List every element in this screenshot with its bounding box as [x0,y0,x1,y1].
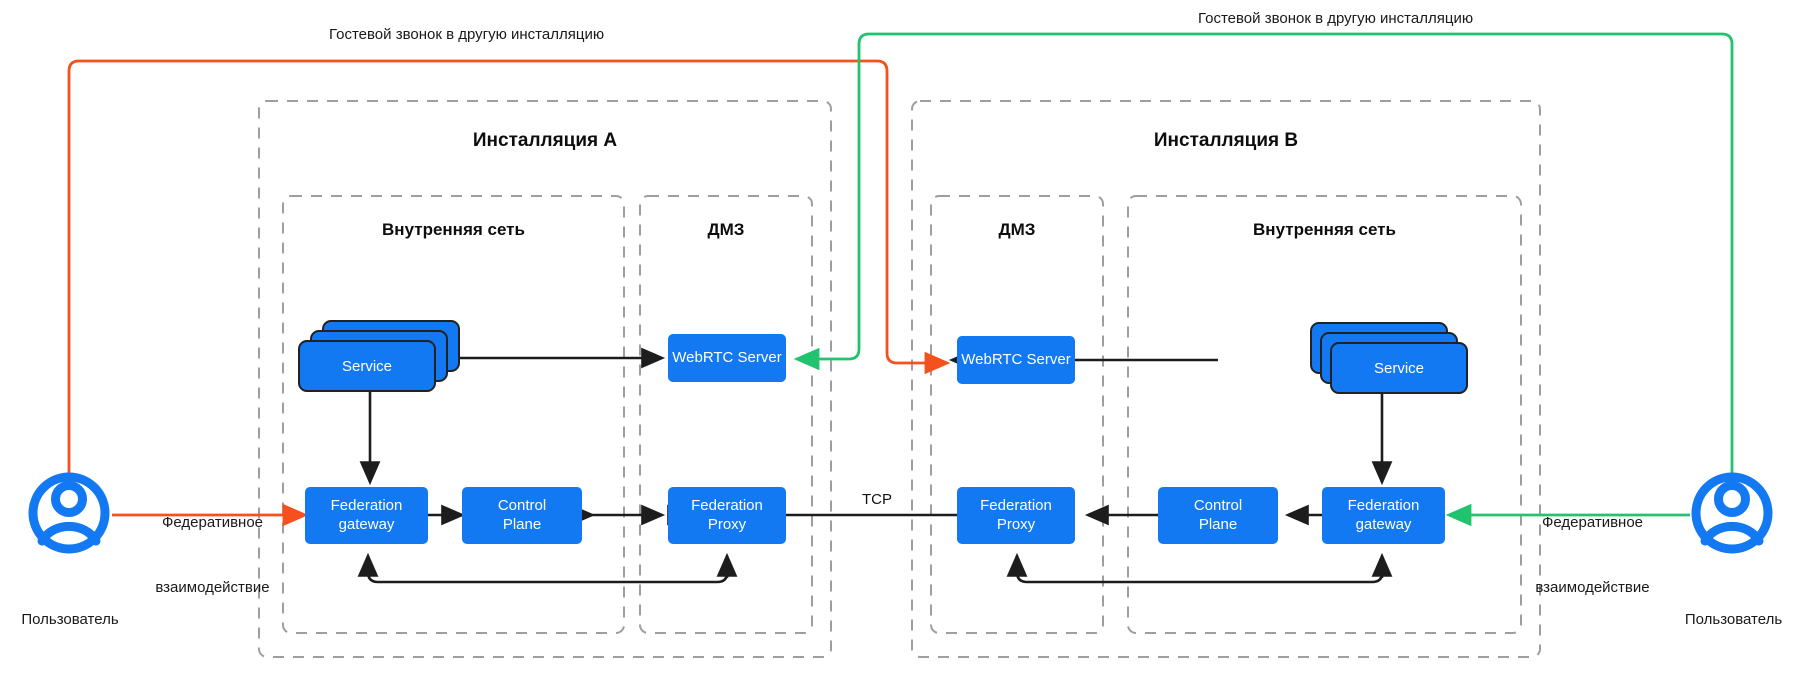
node-a-webrtc-server[interactable]: WebRTC Server [668,334,786,382]
flow-guest-call-left-red [67,59,951,490]
user-avatar-left-icon [28,472,110,554]
federative-right-line2: взаимодействие [1535,578,1650,596]
zone-b-internal-title: Внутренняя сеть [1253,220,1396,239]
zone-b-dmz-boundary [930,195,1104,634]
federative-right-label: Федеративное взаимодействие [1500,468,1685,642]
zone-a-internal-boundary [282,195,625,634]
node-b-controlplane-label-line2: Plane [1198,515,1238,533]
user-right-caption-line2: Инсталляции В [1662,674,1805,679]
service-card-front[interactable]: Service [298,340,436,392]
federative-left-line2: взаимодействие [155,578,270,596]
node-b-federation-proxy[interactable]: Federation Proxy [957,487,1075,544]
federative-left-line1: Федеративное [161,513,264,531]
zone-b-internal-boundary [1127,195,1522,634]
zone-a-dmz-boundary [639,195,813,634]
node-b-fedgw-label-line2: gateway [1355,515,1412,533]
user-left-caption: Пользователь Инсталляции А [0,565,140,679]
zone-a-internal-title: Внутренняя сеть [382,220,525,239]
node-b-control-plane[interactable]: Control Plane [1158,487,1278,544]
node-b-fedproxy-label-line2: Proxy [996,515,1036,533]
node-a-controlplane-label-line2: Plane [502,515,542,533]
node-a-service-label: Service [341,357,393,375]
node-a-fedgw-label-line1: Federation [330,496,403,514]
node-a-webrtc-label: WebRTC Server [672,348,782,366]
node-b-webrtc-server[interactable]: WebRTC Server [957,336,1075,384]
node-b-fedproxy-label-line1: Federation [980,496,1052,514]
node-a-control-plane[interactable]: Control Plane [462,487,582,544]
node-a-fedproxy-label-line1: Federation [691,496,763,514]
node-b-webrtc-label: WebRTC Server [961,350,1071,368]
tcp-link-label: TCP [862,491,892,508]
node-a-controlplane-label-line1: Control [497,496,547,514]
user-left-caption-line1: Пользователь [21,610,119,628]
node-b-federation-gateway[interactable]: Federation gateway [1322,487,1445,544]
node-a-fedgw-label-line2: gateway [338,515,395,533]
node-a-federation-gateway[interactable]: Federation gateway [305,487,428,544]
user-right-caption-line1: Пользователь [1684,610,1783,628]
node-a-fedproxy-label-line2: Proxy [707,515,747,533]
installation-a-title: Инсталляция А [472,130,618,151]
federative-right-line1: Федеративное [1541,513,1644,531]
node-b-fedgw-label-line1: Federation [1347,496,1420,514]
installation-b-title: Инсталляция В [1153,130,1299,151]
user-avatar-right-icon [1691,472,1773,554]
installation-b-boundary [911,100,1541,658]
node-b-service-stack[interactable]: Service [1310,322,1472,394]
arrow-a-fedproxy-loop-to-fedgw [357,552,729,584]
service-card-front[interactable]: Service [1330,342,1468,394]
arrow-b-fedgw-loop-to-fedproxy [1006,552,1384,584]
federative-left-label: Федеративное взаимодействие [120,468,305,642]
node-a-service-stack[interactable]: Service [298,320,460,392]
guest-call-left-label: Гостевой звонок в другую инсталляцию [329,26,605,43]
node-b-service-label: Service [1373,359,1425,377]
zone-a-dmz-title: ДМЗ [707,220,745,239]
node-b-controlplane-label-line1: Control [1193,496,1243,514]
node-a-federation-proxy[interactable]: Federation Proxy [668,487,786,544]
user-left-caption-line2: Инсталляции А [0,674,140,679]
guest-call-right-label: Гостевой звонок в другую инсталляцию [1198,10,1474,27]
user-right-caption: Пользователь Инсталляции В [1662,565,1805,679]
zone-b-dmz-title: ДМЗ [998,220,1036,239]
flow-guest-call-right-green [793,32,1734,490]
